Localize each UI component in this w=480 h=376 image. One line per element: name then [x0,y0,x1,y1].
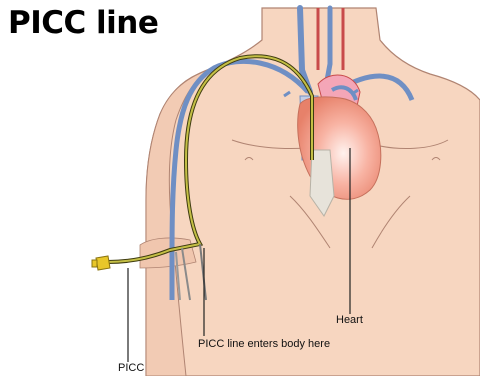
label-picc: PICC [118,362,144,375]
label-entry: PICC line enters body here [198,338,330,351]
diagram-title: PICC line [8,4,158,42]
label-heart: Heart [336,314,363,327]
picc-connector [96,256,110,270]
forearm [140,238,196,268]
picc-connector-cap [92,260,97,267]
